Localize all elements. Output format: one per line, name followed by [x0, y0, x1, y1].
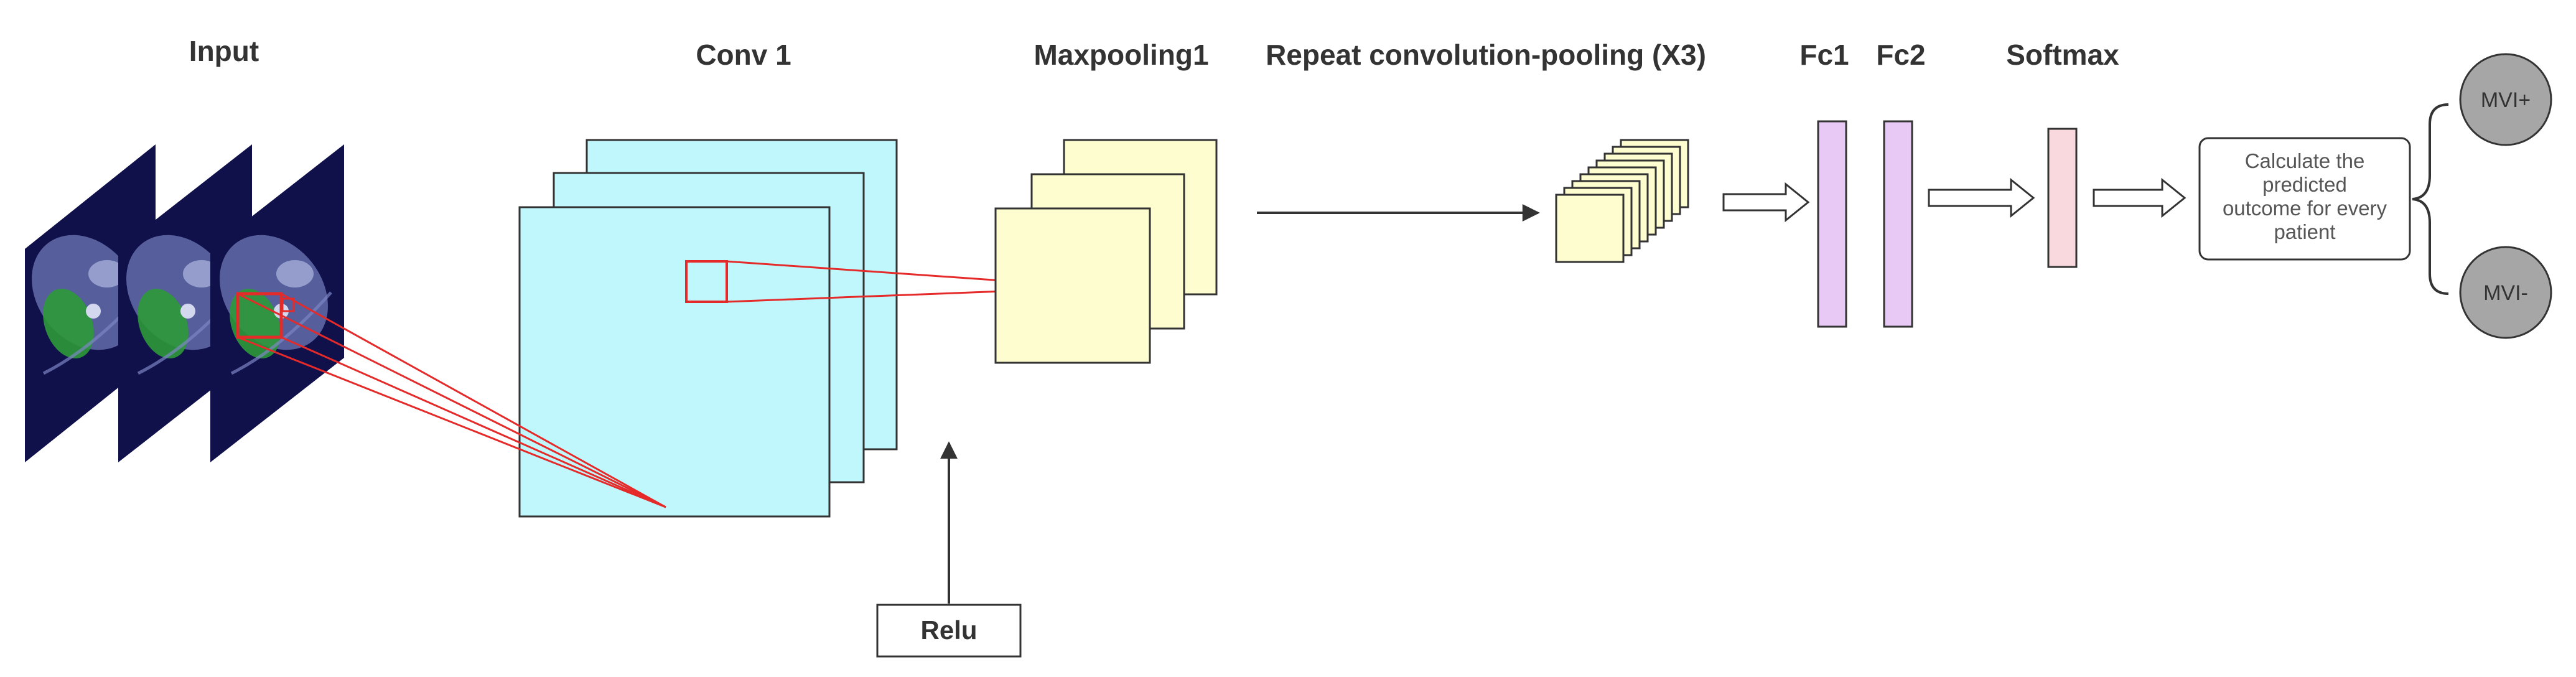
fc1-label: Fc1: [1799, 39, 1849, 71]
fc1-layer: [1817, 120, 1847, 328]
relu-box: [876, 604, 1022, 658]
softmax-layer: [2047, 128, 2078, 268]
calc-text-line-3: outcome for every: [2223, 197, 2387, 220]
hollow-arrow-to-calculation: [2093, 177, 2186, 218]
pool-map-front: [994, 207, 1151, 364]
prediction-calculation-box: [2198, 137, 2411, 261]
maxpooling1-label: Maxpooling1: [1034, 39, 1208, 71]
ct-slice-1: [25, 144, 156, 462]
conv1-feature-maps: [518, 139, 898, 518]
hollow-arrow-to-fc1: [1722, 182, 1810, 223]
conv1-receptive-field-box: [685, 260, 728, 303]
mvi-positive-node: [2459, 53, 2552, 146]
output-brace: [2412, 103, 2449, 295]
mvi-positive-label: MVI+: [2481, 88, 2531, 112]
input-kernel-marker: [281, 297, 295, 312]
calc-text-line-1: Calculate the: [2245, 149, 2365, 172]
mvi-negative-node: [2459, 246, 2552, 339]
repeat-conv-pool-stack: [1555, 139, 1689, 263]
calc-text-line-4: patient: [2274, 220, 2335, 243]
fc2-label: Fc2: [1876, 39, 1925, 71]
hollow-arrow-to-softmax: [1928, 177, 2035, 218]
mvi-negative-label: MVI-: [2483, 281, 2528, 305]
maxpooling1-feature-maps: [994, 139, 1218, 364]
fc2-layer: [1883, 120, 1913, 328]
ct-input-stack: [25, 144, 344, 462]
ct-slice-3: [210, 144, 344, 462]
softmax-label: Softmax: [2006, 39, 2119, 71]
conv1-label: Conv 1: [696, 39, 791, 71]
input-label: Input: [189, 35, 259, 67]
repeat-conv-pool-label: Repeat convolution-pooling (X3): [1266, 39, 1706, 71]
relu-label: Relu: [920, 615, 977, 645]
conv1-map-front: [518, 206, 831, 518]
calc-text-line-2: predicted: [2262, 173, 2347, 196]
